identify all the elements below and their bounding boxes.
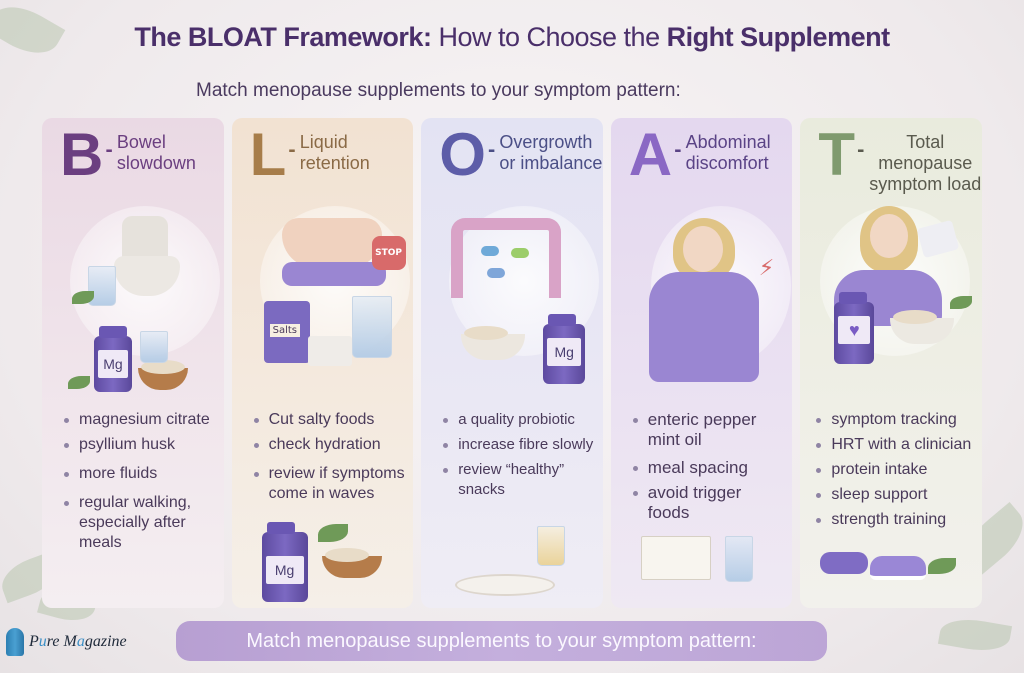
- leaf-icon: [68, 376, 90, 389]
- shirt-icon: [648, 272, 759, 382]
- dash: -: [105, 140, 113, 161]
- leaf-icon: [950, 296, 973, 309]
- powder-bowl-icon: [321, 548, 382, 578]
- column-bowel: B - Bowel slowdown Mg magnesium citrate …: [42, 118, 224, 608]
- leaf-icon: [317, 524, 348, 542]
- column-heading: Bowel slowdown: [116, 132, 196, 173]
- list-item: more fluids: [62, 464, 216, 484]
- column-header: B - Bowel slowdown: [42, 118, 224, 198]
- water-glass-icon: [724, 536, 753, 582]
- list-item: enteric pepper mint oil: [631, 410, 771, 450]
- water-glass-icon: [140, 331, 168, 363]
- column-letter: O: [439, 121, 486, 188]
- list-item: protein intake: [814, 460, 974, 480]
- heart-icon: ♥: [838, 316, 871, 344]
- water-glass-icon: [351, 296, 392, 358]
- list-item: a quality probiotic: [441, 410, 595, 430]
- stop-sign-icon: STOP: [371, 236, 406, 270]
- meal-log-icon: [640, 536, 711, 580]
- column-header: O - Overgrowth or imbalance: [421, 118, 603, 198]
- magnesium-bottle-icon: Mg: [261, 522, 308, 602]
- column-letter: B: [60, 121, 104, 188]
- sneakers-icon: [870, 556, 927, 580]
- juice-glass-icon: [537, 526, 566, 566]
- bloat-columns: B - Bowel slowdown Mg magnesium citrate …: [42, 118, 982, 608]
- logo-text: Pure Magazine: [29, 633, 127, 650]
- column-header: T - Total menopause symptom load: [800, 118, 982, 198]
- dumbbell-icon: [820, 552, 869, 574]
- recommendation-list: Cut salty foods check hydration review i…: [252, 410, 406, 509]
- leaf-decoration: [937, 614, 1013, 656]
- column-heading: Overgrowth or imbalance: [499, 132, 603, 173]
- leaf-icon: [72, 291, 94, 304]
- pain-lightning-icon: ⚡: [758, 256, 775, 281]
- psyllium-bowl-icon: [138, 360, 188, 390]
- nuts-bowl-icon: [890, 310, 955, 344]
- illustration-toilet: Mg: [52, 206, 220, 406]
- recommendation-list: a quality probiotic increase fibre slowl…: [441, 410, 595, 505]
- column-total-load: T - Total menopause symptom load ♥ sympt…: [800, 118, 982, 608]
- list-item: psyllium husk: [62, 435, 216, 455]
- recommendation-list: magnesium citrate psyllium husk more flu…: [62, 410, 216, 558]
- illustration-gut: Mg: [431, 206, 600, 596]
- list-item: review “healthy” snacks: [441, 460, 595, 500]
- column-heading: Liquid retention: [299, 132, 370, 173]
- page-title: The BLOAT Framework: How to Choose the R…: [0, 22, 1024, 53]
- list-item: HRT with a clinician: [814, 435, 974, 455]
- list-item: regular walking, especially after meals: [62, 493, 216, 553]
- list-item: review if symptoms come in waves: [252, 464, 406, 504]
- leaf-icon: [928, 558, 957, 574]
- list-item: Cut salty foods: [252, 410, 406, 430]
- breakfast-plate-icon: [455, 574, 556, 596]
- dash: -: [674, 140, 682, 161]
- list-item: symptom tracking: [814, 410, 974, 430]
- salt-cube-icon: [307, 336, 352, 366]
- title-framework: The BLOAT Framework:: [134, 22, 432, 52]
- list-item: avoid trigger foods: [631, 483, 751, 523]
- column-heading: Abdominal discomfort: [685, 132, 771, 173]
- supplement-bottle-icon: Mg: [543, 314, 586, 384]
- heart-supplement-bottle-icon: ♥: [834, 292, 875, 364]
- face-icon: [682, 226, 723, 272]
- list-item: magnesium citrate: [62, 410, 216, 430]
- oat-bowl-icon: [461, 326, 526, 360]
- column-overgrowth: O - Overgrowth or imbalance Mg a quality…: [421, 118, 603, 608]
- dash: -: [487, 140, 496, 161]
- list-item: strength training: [814, 510, 974, 530]
- colon-icon: [451, 218, 562, 298]
- column-header: A - Abdominal discomfort: [611, 118, 793, 198]
- footer-banner: Match menopause supplements to your symp…: [176, 621, 827, 661]
- column-liquid: L - Liquid retention STOP Salts Mg Cut s…: [231, 118, 414, 608]
- list-item: check hydration: [252, 435, 406, 455]
- list-item: meal spacing: [631, 458, 785, 478]
- column-abdominal: A - Abdominal discomfort ⚡ enteric peppe…: [610, 118, 793, 608]
- face-icon: [870, 214, 909, 258]
- title-right-supplement: Right Supplement: [666, 22, 891, 52]
- column-heading: Total menopause symptom load: [869, 132, 982, 194]
- list-item: sleep support: [814, 485, 974, 505]
- bacteria-icon: [481, 246, 500, 256]
- bacteria-icon: [511, 248, 530, 258]
- logo-drop-icon: [6, 628, 24, 656]
- salts-label: Salts: [269, 324, 300, 337]
- page-subtitle: Match menopause supplements to your symp…: [196, 80, 681, 101]
- dash: -: [288, 140, 296, 161]
- illustration-woman-fanning: ♥: [810, 206, 973, 580]
- column-header: L - Liquid retention: [232, 118, 414, 198]
- column-letter: A: [628, 121, 673, 188]
- dash: -: [857, 140, 865, 161]
- illustration-woman-stomach-pain: ⚡: [621, 206, 791, 582]
- pure-magazine-logo: Pure Magazine: [6, 628, 127, 656]
- illustration-bloated-belly: STOP Salts Mg: [242, 206, 410, 602]
- waistband-icon: [281, 262, 386, 286]
- bacteria-icon: [487, 268, 506, 278]
- column-letter: T: [818, 121, 856, 188]
- magnesium-bottle-icon: Mg: [94, 326, 132, 392]
- recommendation-list: symptom tracking HRT with a clinician pr…: [814, 410, 974, 535]
- column-letter: L: [249, 121, 287, 188]
- list-item: increase fibre slowly: [441, 435, 595, 455]
- belly-icon: [281, 218, 382, 268]
- title-connector: How to Choose the: [431, 22, 667, 52]
- recommendation-list: enteric pepper mint oil meal spacing avo…: [631, 410, 785, 528]
